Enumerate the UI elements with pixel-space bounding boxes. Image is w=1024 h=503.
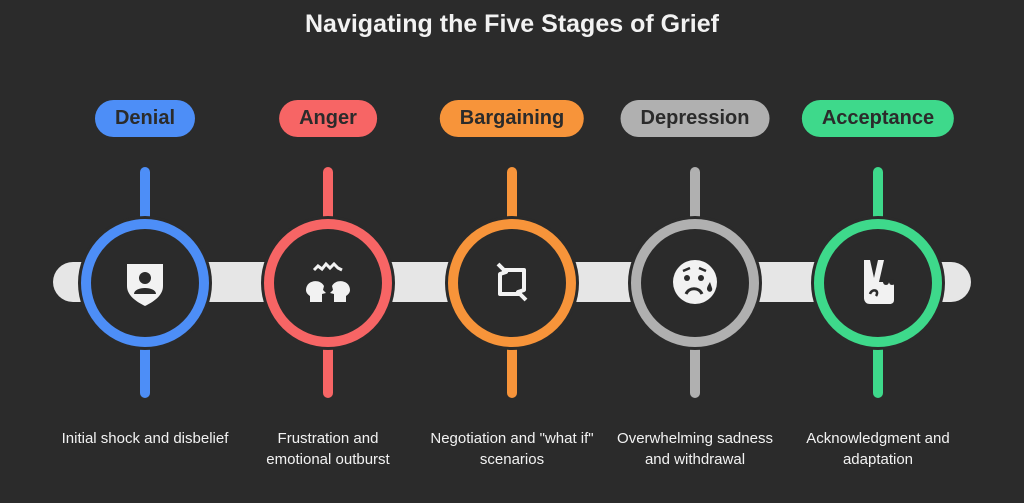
handshake-deal-icon <box>486 256 538 308</box>
stage-description: Frustration and emotional outburst <box>266 430 390 468</box>
stage-description: Negotiation and "what if" scenarios <box>430 430 594 468</box>
stage-label-pill: Denial <box>94 100 196 137</box>
peace-hand-icon <box>852 256 904 308</box>
stage-description: Overwhelming sadness and withdrawal <box>617 430 773 468</box>
sad-sweat-face-icon <box>669 256 721 308</box>
stage-description: Acknowledgment and adaptation <box>806 430 950 468</box>
stage-label-pill: Depression <box>620 100 770 137</box>
stage-ring <box>81 219 209 347</box>
stage-label-pill: Bargaining <box>439 100 585 137</box>
shield-user-icon <box>119 256 171 308</box>
stage-label-pill: Anger <box>279 100 377 137</box>
stage-label-pill: Acceptance <box>801 100 955 137</box>
diagram-title: Navigating the Five Stages of Grief <box>305 10 719 38</box>
clashing-heads-icon <box>302 256 354 308</box>
stage-description: Initial shock and disbelief <box>61 430 229 447</box>
stage-ring <box>448 219 576 347</box>
stage-ring <box>264 219 392 347</box>
